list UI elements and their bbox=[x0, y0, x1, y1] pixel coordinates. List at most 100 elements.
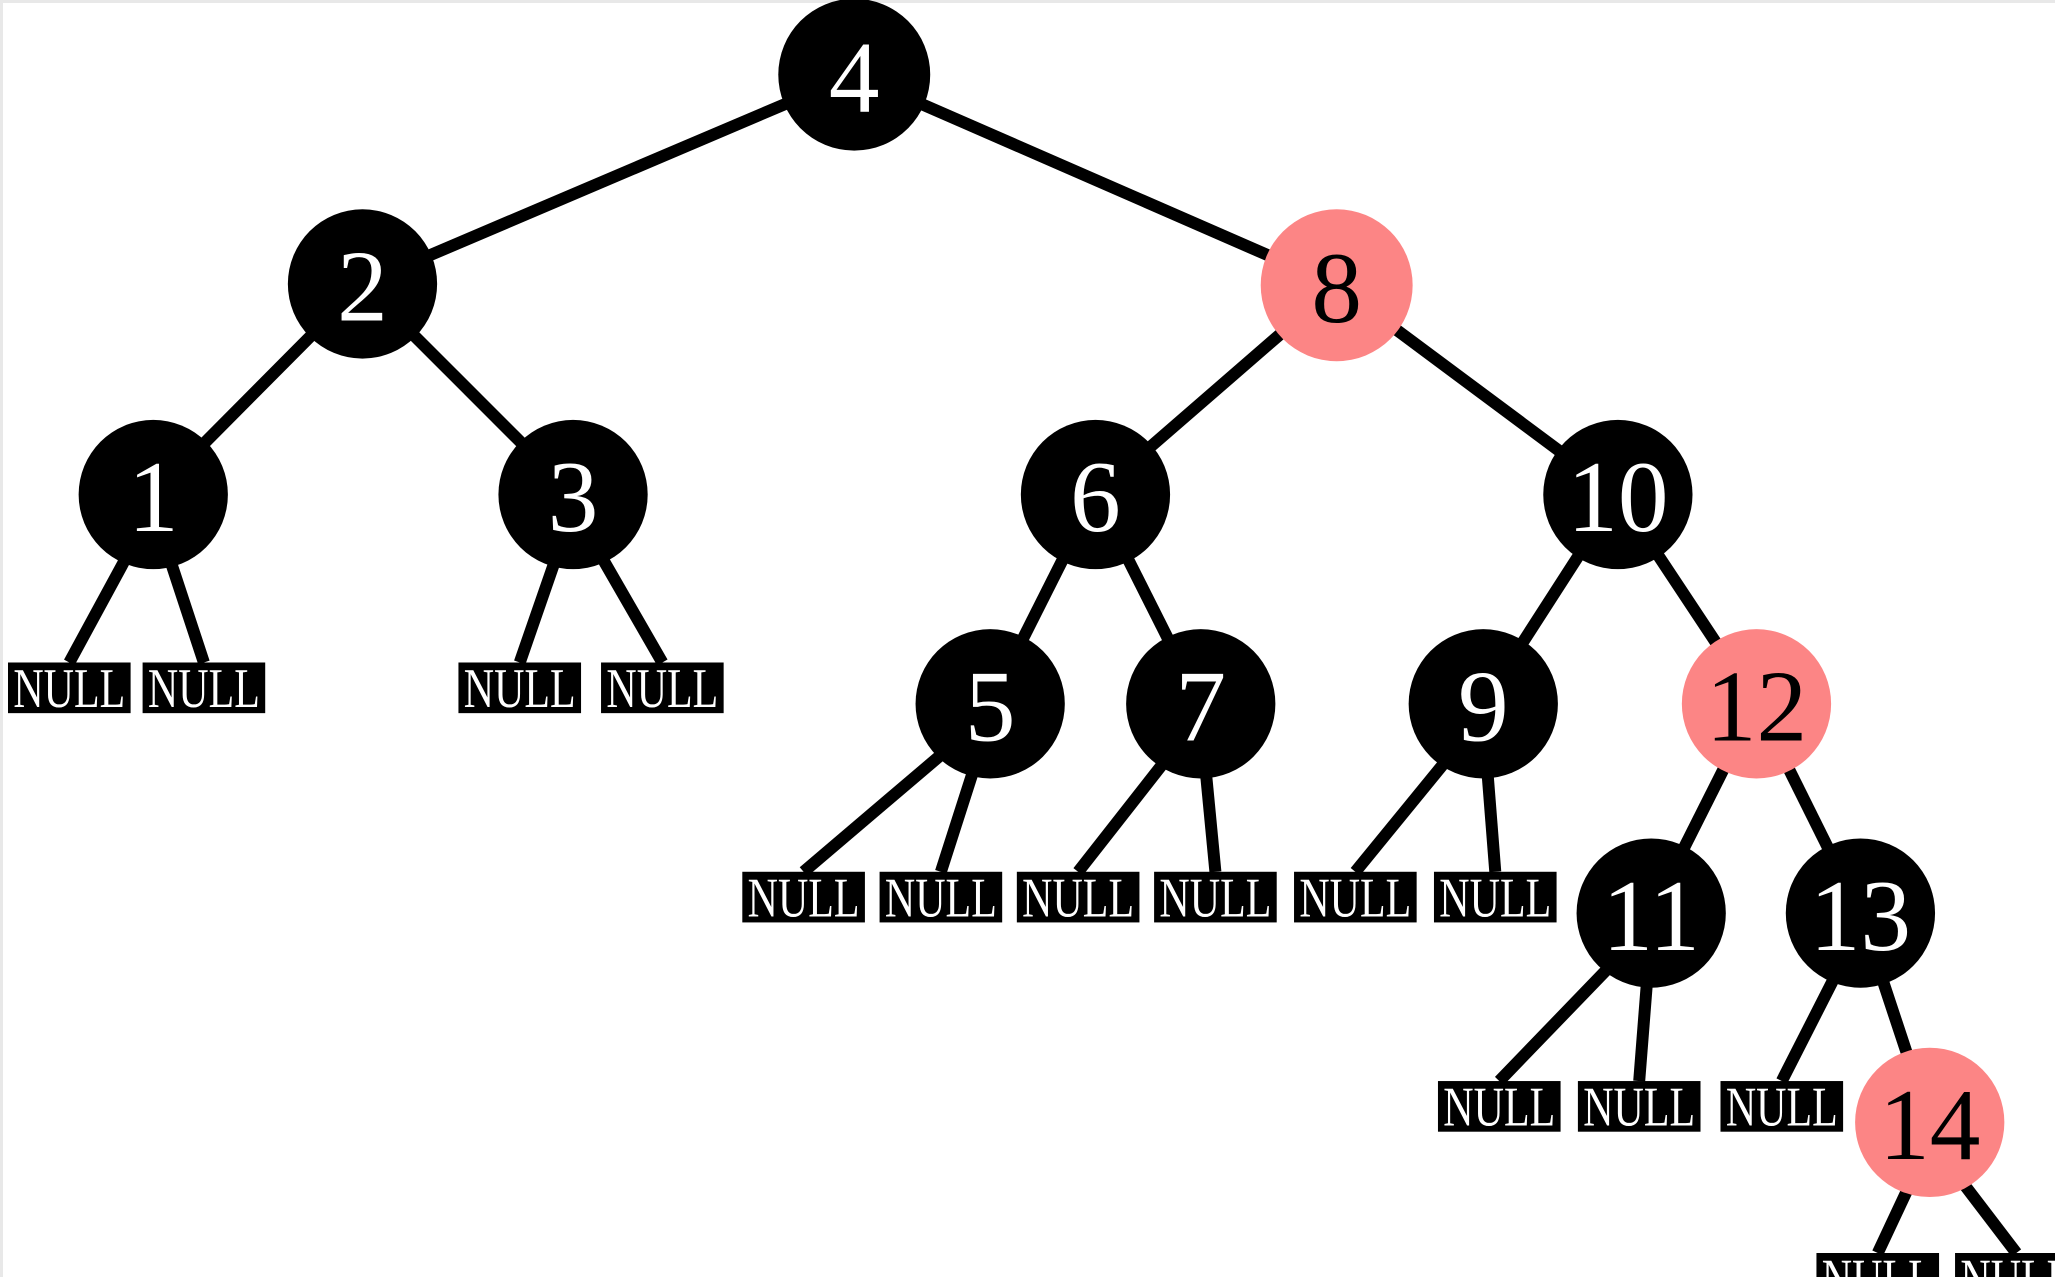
node-circle-black bbox=[1408, 629, 1558, 779]
null-leaf: NULL bbox=[742, 867, 865, 929]
node-label: 12 bbox=[1706, 650, 1807, 762]
tree-edge bbox=[1073, 760, 1167, 876]
null-leaf: NULL bbox=[601, 658, 724, 720]
tree-edge bbox=[1145, 328, 1286, 452]
tree-edge bbox=[1783, 765, 1834, 852]
null-leaf: NULL bbox=[1154, 867, 1277, 929]
node-label: 6 bbox=[1070, 441, 1121, 553]
null-leaf-label: NULL bbox=[748, 867, 860, 929]
null-leaf-box bbox=[1955, 1253, 2055, 1277]
tree-edge bbox=[1776, 977, 1839, 1084]
tree-node-14: 14 bbox=[1855, 1047, 2005, 1198]
tree-edge bbox=[165, 562, 210, 665]
null-leaf: NULL bbox=[1720, 1077, 1844, 1139]
canvas-left-border bbox=[0, 0, 3, 1277]
node-label: 8 bbox=[1311, 232, 1362, 344]
tree-node-7: 7 bbox=[1126, 629, 1276, 779]
node-circle-black bbox=[778, 0, 931, 151]
tree-edge bbox=[1200, 775, 1222, 873]
null-leaf-box bbox=[7, 662, 131, 714]
tree-edge bbox=[598, 556, 668, 666]
node-circle-black bbox=[498, 419, 648, 570]
null-leaf-box bbox=[742, 871, 865, 923]
tree-node-3: 3 bbox=[498, 419, 648, 570]
null-leaf-box bbox=[142, 662, 266, 714]
null-leaf: NULL bbox=[1433, 867, 1557, 929]
tree-node-9: 9 bbox=[1408, 629, 1558, 779]
node-label: 1 bbox=[128, 441, 179, 553]
tree-node-6: 6 bbox=[1020, 419, 1171, 570]
tree-edge bbox=[426, 97, 790, 262]
tree-node-11: 11 bbox=[1576, 838, 1726, 988]
null-leaf-box bbox=[1577, 1081, 1701, 1132]
tree-edge bbox=[799, 751, 945, 877]
null-leaf-label: NULL bbox=[1583, 1077, 1695, 1139]
null-leaf: NULL bbox=[458, 658, 582, 720]
null-leaf: NULL bbox=[1016, 867, 1140, 929]
edges-layer bbox=[64, 97, 2022, 1257]
node-circle-black bbox=[915, 629, 1065, 779]
null-leaf: NULL bbox=[7, 658, 131, 720]
node-label: 9 bbox=[1458, 650, 1509, 762]
node-circle-red bbox=[1681, 629, 1832, 779]
tree-edge bbox=[1481, 775, 1502, 873]
node-circle-black bbox=[78, 419, 228, 570]
null-leaf-box bbox=[879, 871, 1003, 923]
null-leaf-box bbox=[1720, 1081, 1844, 1132]
node-circle-red bbox=[1855, 1047, 2005, 1198]
null-leaf: NULL bbox=[142, 658, 266, 720]
tree-node-10: 10 bbox=[1543, 419, 1693, 570]
null-leaf: NULL bbox=[879, 867, 1003, 929]
node-circle-black bbox=[1543, 419, 1693, 570]
tree-edge bbox=[199, 330, 317, 448]
null-leaf-box bbox=[601, 662, 724, 714]
node-label: 14 bbox=[1879, 1069, 1980, 1181]
tree-edge bbox=[1877, 979, 1913, 1056]
tree-edge bbox=[1517, 551, 1584, 647]
null-leaf-box bbox=[1154, 871, 1277, 923]
null-leaf-label: NULL bbox=[13, 658, 125, 720]
null-leaf: NULL bbox=[1955, 1249, 2055, 1277]
tree-edge bbox=[935, 771, 979, 874]
null-leaf-label: NULL bbox=[148, 658, 260, 720]
null-leaf: NULL bbox=[1577, 1077, 1701, 1139]
tree-node-5: 5 bbox=[915, 629, 1065, 779]
tree-edge bbox=[64, 557, 130, 666]
tree-edge bbox=[1872, 1188, 1913, 1256]
tree-node-12: 12 bbox=[1681, 629, 1832, 779]
node-label: 3 bbox=[548, 441, 599, 553]
node-circle-black bbox=[1126, 629, 1276, 779]
tree-edge bbox=[1959, 1181, 2022, 1257]
tree-node-1: 1 bbox=[78, 419, 228, 570]
node-label: 2 bbox=[337, 231, 388, 343]
node-label: 11 bbox=[1602, 860, 1700, 972]
canvas-top-border bbox=[0, 0, 2055, 3]
null-leaf-label: NULL bbox=[1299, 867, 1411, 929]
node-label: 5 bbox=[965, 650, 1016, 762]
node-circle-black bbox=[1020, 419, 1171, 570]
node-circle-red bbox=[1260, 209, 1413, 362]
tree-edge bbox=[1678, 765, 1730, 852]
node-label: 13 bbox=[1810, 860, 1911, 972]
null-leaf-label: NULL bbox=[1439, 867, 1551, 929]
tree-edge bbox=[1494, 965, 1612, 1086]
null-leaf-label: NULL bbox=[1443, 1077, 1555, 1139]
tree-edge bbox=[514, 561, 560, 665]
node-label: 4 bbox=[829, 21, 880, 133]
null-leaf-box bbox=[1816, 1253, 1940, 1277]
null-leaf-label: NULL bbox=[1022, 867, 1134, 929]
node-circle-black bbox=[1785, 838, 1936, 988]
node-circle-black bbox=[287, 209, 438, 359]
null-leaf-box bbox=[1294, 871, 1417, 923]
null-leaf: NULL bbox=[1437, 1077, 1561, 1139]
tree-edge bbox=[1391, 324, 1564, 457]
null-leaf-label: NULL bbox=[885, 867, 997, 929]
tree-node-8: 8 bbox=[1260, 209, 1413, 362]
tree-edge bbox=[919, 98, 1272, 262]
null-leaf-box bbox=[1016, 871, 1140, 923]
null-leaf-box bbox=[1437, 1081, 1561, 1132]
tree-edge bbox=[1017, 556, 1069, 643]
